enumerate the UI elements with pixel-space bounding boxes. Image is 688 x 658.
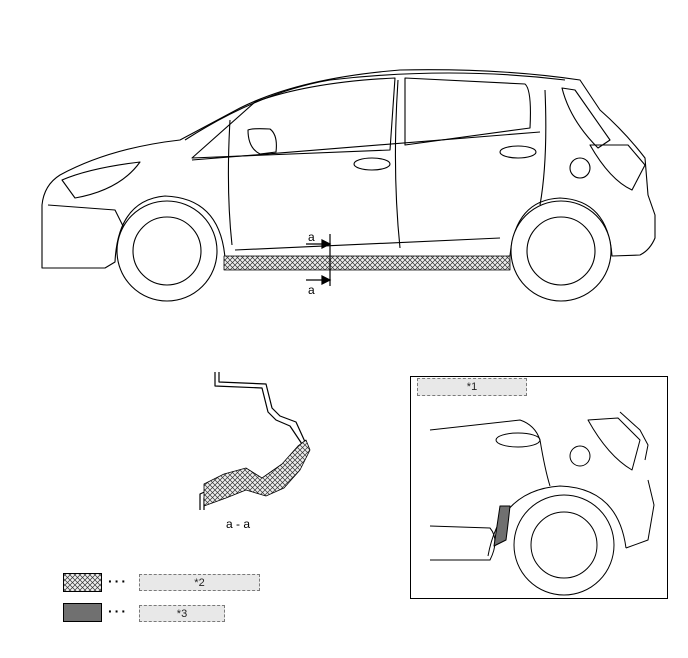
car-side-view — [41, 69, 656, 302]
detail-rear-quarter-view — [429, 411, 655, 596]
section-marker — [306, 234, 332, 286]
detail-box-title: *1 — [417, 378, 527, 396]
section-label-bottom: a — [308, 283, 315, 297]
legend-swatch-solid — [63, 603, 102, 622]
section-label-top: a — [308, 230, 315, 244]
legend-dots-1: ··· — [108, 573, 128, 589]
section-a-a-profile — [199, 372, 311, 510]
legend-dots-2: ··· — [108, 603, 128, 619]
legend-label-2: *3 — [139, 605, 225, 622]
section-caption: a - a — [226, 517, 251, 531]
legend-label-1: *2 — [139, 574, 260, 591]
legend-swatch-crosshatch — [63, 573, 102, 592]
